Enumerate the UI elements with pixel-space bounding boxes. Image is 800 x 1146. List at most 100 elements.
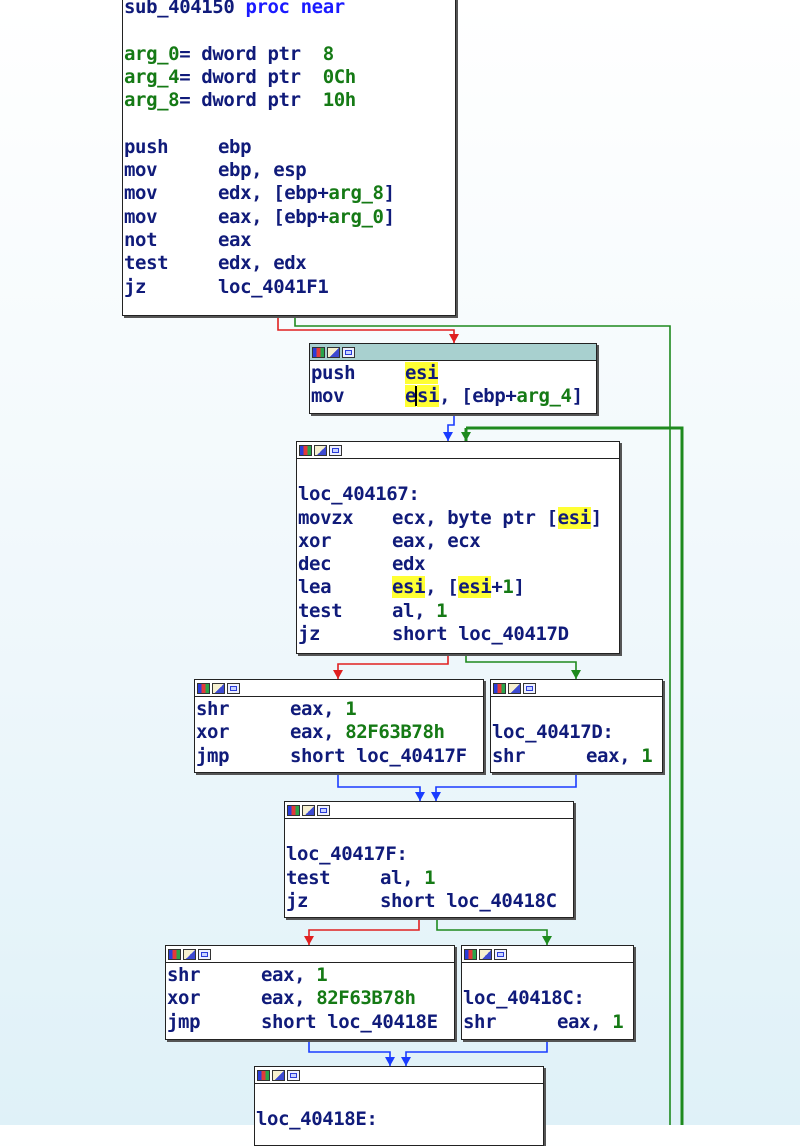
- mnemonic: shr: [492, 744, 526, 767]
- code-line[interactable]: [298, 460, 619, 483]
- code-line[interactable]: loc_40417F:: [286, 843, 573, 866]
- mnemonic: test: [298, 599, 343, 622]
- code-line[interactable]: [124, 19, 455, 42]
- graph-overview-icon[interactable]: [342, 346, 355, 358]
- node-header[interactable]: [491, 680, 662, 697]
- code-token: edx, [ebp+: [218, 182, 329, 205]
- node-header[interactable]: [297, 442, 619, 459]
- edit-node-icon[interactable]: [302, 804, 315, 816]
- color-palette-icon[interactable]: [287, 804, 300, 816]
- code-token: sub_404150: [124, 0, 246, 18]
- code-line[interactable]: arg_4= dword ptr 0Ch: [124, 66, 455, 89]
- code-line[interactable]: sub_404150 proc near: [124, 0, 455, 19]
- color-palette-icon[interactable]: [197, 682, 210, 694]
- graph-overview-icon[interactable]: [317, 804, 330, 816]
- code-line[interactable]: loc_40418E:: [256, 1108, 543, 1131]
- color-palette-icon[interactable]: [299, 444, 312, 456]
- code-line[interactable]: loc_40417D:: [492, 721, 662, 744]
- node-header[interactable]: [195, 680, 483, 697]
- code-line[interactable]: arg_0= dword ptr 8: [124, 43, 455, 66]
- edit-node-icon[interactable]: [272, 1069, 285, 1081]
- edit-node-icon[interactable]: [212, 682, 225, 694]
- color-palette-icon[interactable]: [168, 948, 181, 960]
- graph-overview-icon[interactable]: [198, 948, 211, 960]
- edit-node-icon[interactable]: [314, 444, 327, 456]
- edge-arrowhead: [333, 670, 343, 679]
- graph-overview-icon[interactable]: [329, 444, 342, 456]
- operands: eax, 82F63B78h: [261, 987, 416, 1009]
- code-line[interactable]: [286, 820, 573, 843]
- color-palette-icon[interactable]: [464, 948, 477, 960]
- node-header[interactable]: [462, 946, 633, 963]
- code-token: loc_40418E:: [256, 1108, 378, 1131]
- code-line[interactable]: [256, 1085, 543, 1108]
- graph-overview-icon[interactable]: [494, 948, 507, 960]
- code-line[interactable]: [124, 112, 455, 135]
- edit-node-icon[interactable]: [183, 948, 196, 960]
- graph-overview-icon[interactable]: [287, 1069, 300, 1081]
- node-header[interactable]: [310, 344, 596, 361]
- immediate-value: 1: [612, 1010, 624, 1033]
- node-header[interactable]: [285, 802, 573, 819]
- code-line[interactable]: [492, 698, 662, 721]
- node-header[interactable]: [166, 946, 454, 963]
- mnemonic: test: [286, 866, 331, 889]
- color-palette-icon[interactable]: [312, 346, 325, 358]
- code-token: loc_4041F1: [218, 275, 329, 298]
- graph-overview-icon[interactable]: [523, 682, 536, 694]
- color-palette-icon[interactable]: [257, 1069, 270, 1081]
- graph-overview-icon[interactable]: [227, 682, 240, 694]
- code-line[interactable]: loc_404167:: [298, 483, 619, 506]
- edge-uncond: [435, 773, 577, 801]
- edit-node-icon[interactable]: [327, 346, 340, 358]
- code-token: eax,: [557, 1010, 613, 1033]
- edit-node-icon[interactable]: [479, 948, 492, 960]
- edit-node-icon[interactable]: [508, 682, 521, 694]
- argument-name: arg_0: [328, 205, 384, 228]
- code-line[interactable]: [463, 964, 633, 987]
- code-token: eax,: [586, 744, 642, 767]
- code-line[interactable]: arg_8= dword ptr 10h: [124, 89, 455, 112]
- operands: esi, [ebp+arg_4]: [405, 385, 583, 408]
- color-palette-icon[interactable]: [493, 682, 506, 694]
- node-loc-40418e[interactable]: loc_40418E:: [254, 1066, 544, 1146]
- code-line[interactable]: loc_40418C:: [463, 987, 633, 1010]
- node-header[interactable]: [255, 1067, 543, 1084]
- edge-true: [294, 316, 671, 1125]
